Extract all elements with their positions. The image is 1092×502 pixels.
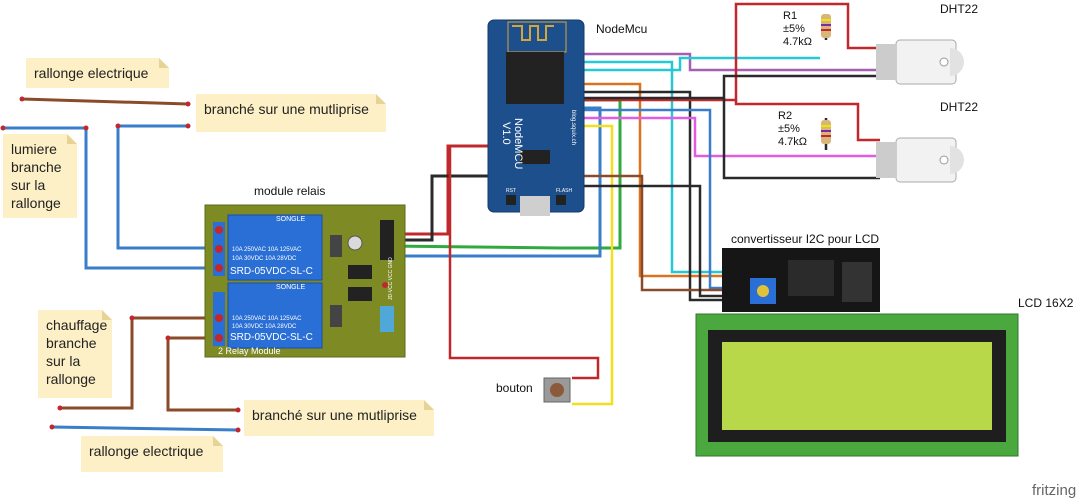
- nodemcu-board-title: NodeMCU: [512, 118, 524, 170]
- lcd-label: LCD 16X2: [1018, 296, 1074, 310]
- dht22-sensor-1: [876, 39, 964, 85]
- fritzing-logo: fritzing: [1032, 482, 1077, 499]
- lcd-16x2: [695, 313, 1019, 457]
- wire-i2c-gnd: [580, 184, 726, 298]
- note-multiprise-bottom: branché sur une mutliprise: [244, 400, 434, 436]
- wire-relay-gnd: [388, 174, 494, 242]
- nodemcu-board: [487, 19, 585, 216]
- wire-lamp-neutral: [1, 126, 224, 270]
- dht22-label-2: DHT22: [940, 100, 979, 114]
- relay-pin-labels: JD-VCC VCC GND: [388, 257, 394, 300]
- relay1-rating-1: 10A 250VAC 10A 125VAC: [232, 247, 302, 253]
- relay1-model: SRD-05VDC-SL-C: [230, 266, 313, 277]
- relay1-rating-2: 10A 30VDC 10A 28VDC: [232, 256, 297, 262]
- note-chauffage: chauffage branche sur la rallonge: [38, 310, 112, 398]
- dht22-sensor-2: [876, 137, 964, 183]
- nodemcu-rst: RST: [506, 188, 516, 194]
- wire-relay-in2: [388, 106, 602, 258]
- wire-gnd-main: [580, 90, 726, 302]
- nodemcu-board-site: blog.squix.ch: [570, 110, 576, 146]
- wire-dht1-data: [580, 52, 880, 72]
- wire-dht1-gnd: [580, 74, 880, 100]
- resistor-r2: [821, 120, 831, 144]
- r1-label: R1 ±5% 4.7kΩ: [783, 10, 813, 48]
- relay-module-name: 2 Relay Module: [218, 346, 281, 356]
- relay1-brand: SONGLE: [276, 216, 306, 223]
- wire-button-vcc: [448, 146, 600, 380]
- wire-i2c-scl: [580, 82, 726, 278]
- note-rallonge-bottom: rallonge electrique: [81, 436, 223, 472]
- i2c-label: convertisseur I2C pour LCD: [731, 232, 880, 246]
- relay2-model: SRD-05VDC-SL-C: [230, 332, 313, 343]
- wire-i2c-sda: [580, 60, 726, 274]
- nodemcu-label: NodeMcu: [596, 22, 648, 36]
- relay2-rating-1: 10A 250VAC 10A 125VAC: [232, 316, 302, 322]
- wire-dht2-data: [580, 116, 880, 158]
- wire-dht2-gnd: [722, 98, 880, 180]
- nodemcu-flash: FLASH: [556, 188, 573, 194]
- bouton-label: bouton: [496, 381, 533, 395]
- dht22-label-1: DHT22: [940, 2, 979, 16]
- note-rallonge-top: rallonge electrique: [26, 58, 169, 88]
- wire-i2c-vcc: [580, 108, 726, 290]
- resistor-r1: [821, 14, 831, 38]
- wire-dht2-vcc: [734, 100, 880, 142]
- i2c-converter: [722, 248, 880, 312]
- module-relais-label: module relais: [254, 184, 326, 198]
- relay-module: [204, 204, 406, 358]
- wire-r1: [580, 56, 820, 72]
- wire-button: [572, 124, 614, 406]
- wire-mains-top: [20, 97, 190, 106]
- wire-i2c-5v: [580, 174, 726, 292]
- nodemcu-board-version: V1.0: [500, 122, 512, 145]
- relay2-rating-2: 10A 30VDC 10A 28VDC: [232, 324, 297, 330]
- wire-dht1-vcc: [580, 2, 880, 102]
- push-button: [543, 377, 571, 403]
- wire-heater-return: [166, 336, 240, 412]
- wire-mains-bottom: [50, 425, 240, 432]
- note-multiprise-top: branché sur une mutliprise: [196, 94, 386, 132]
- note-lumiere: lumiere branche sur la rallonge: [3, 134, 77, 218]
- relay2-brand: SONGLE: [276, 284, 306, 291]
- wire-heater-phase: [58, 316, 224, 410]
- wire-relay-vcc: [388, 144, 494, 236]
- wire-lamp-phase: [116, 124, 224, 250]
- r2-label: R2 ±5% 4.7kΩ: [778, 110, 808, 148]
